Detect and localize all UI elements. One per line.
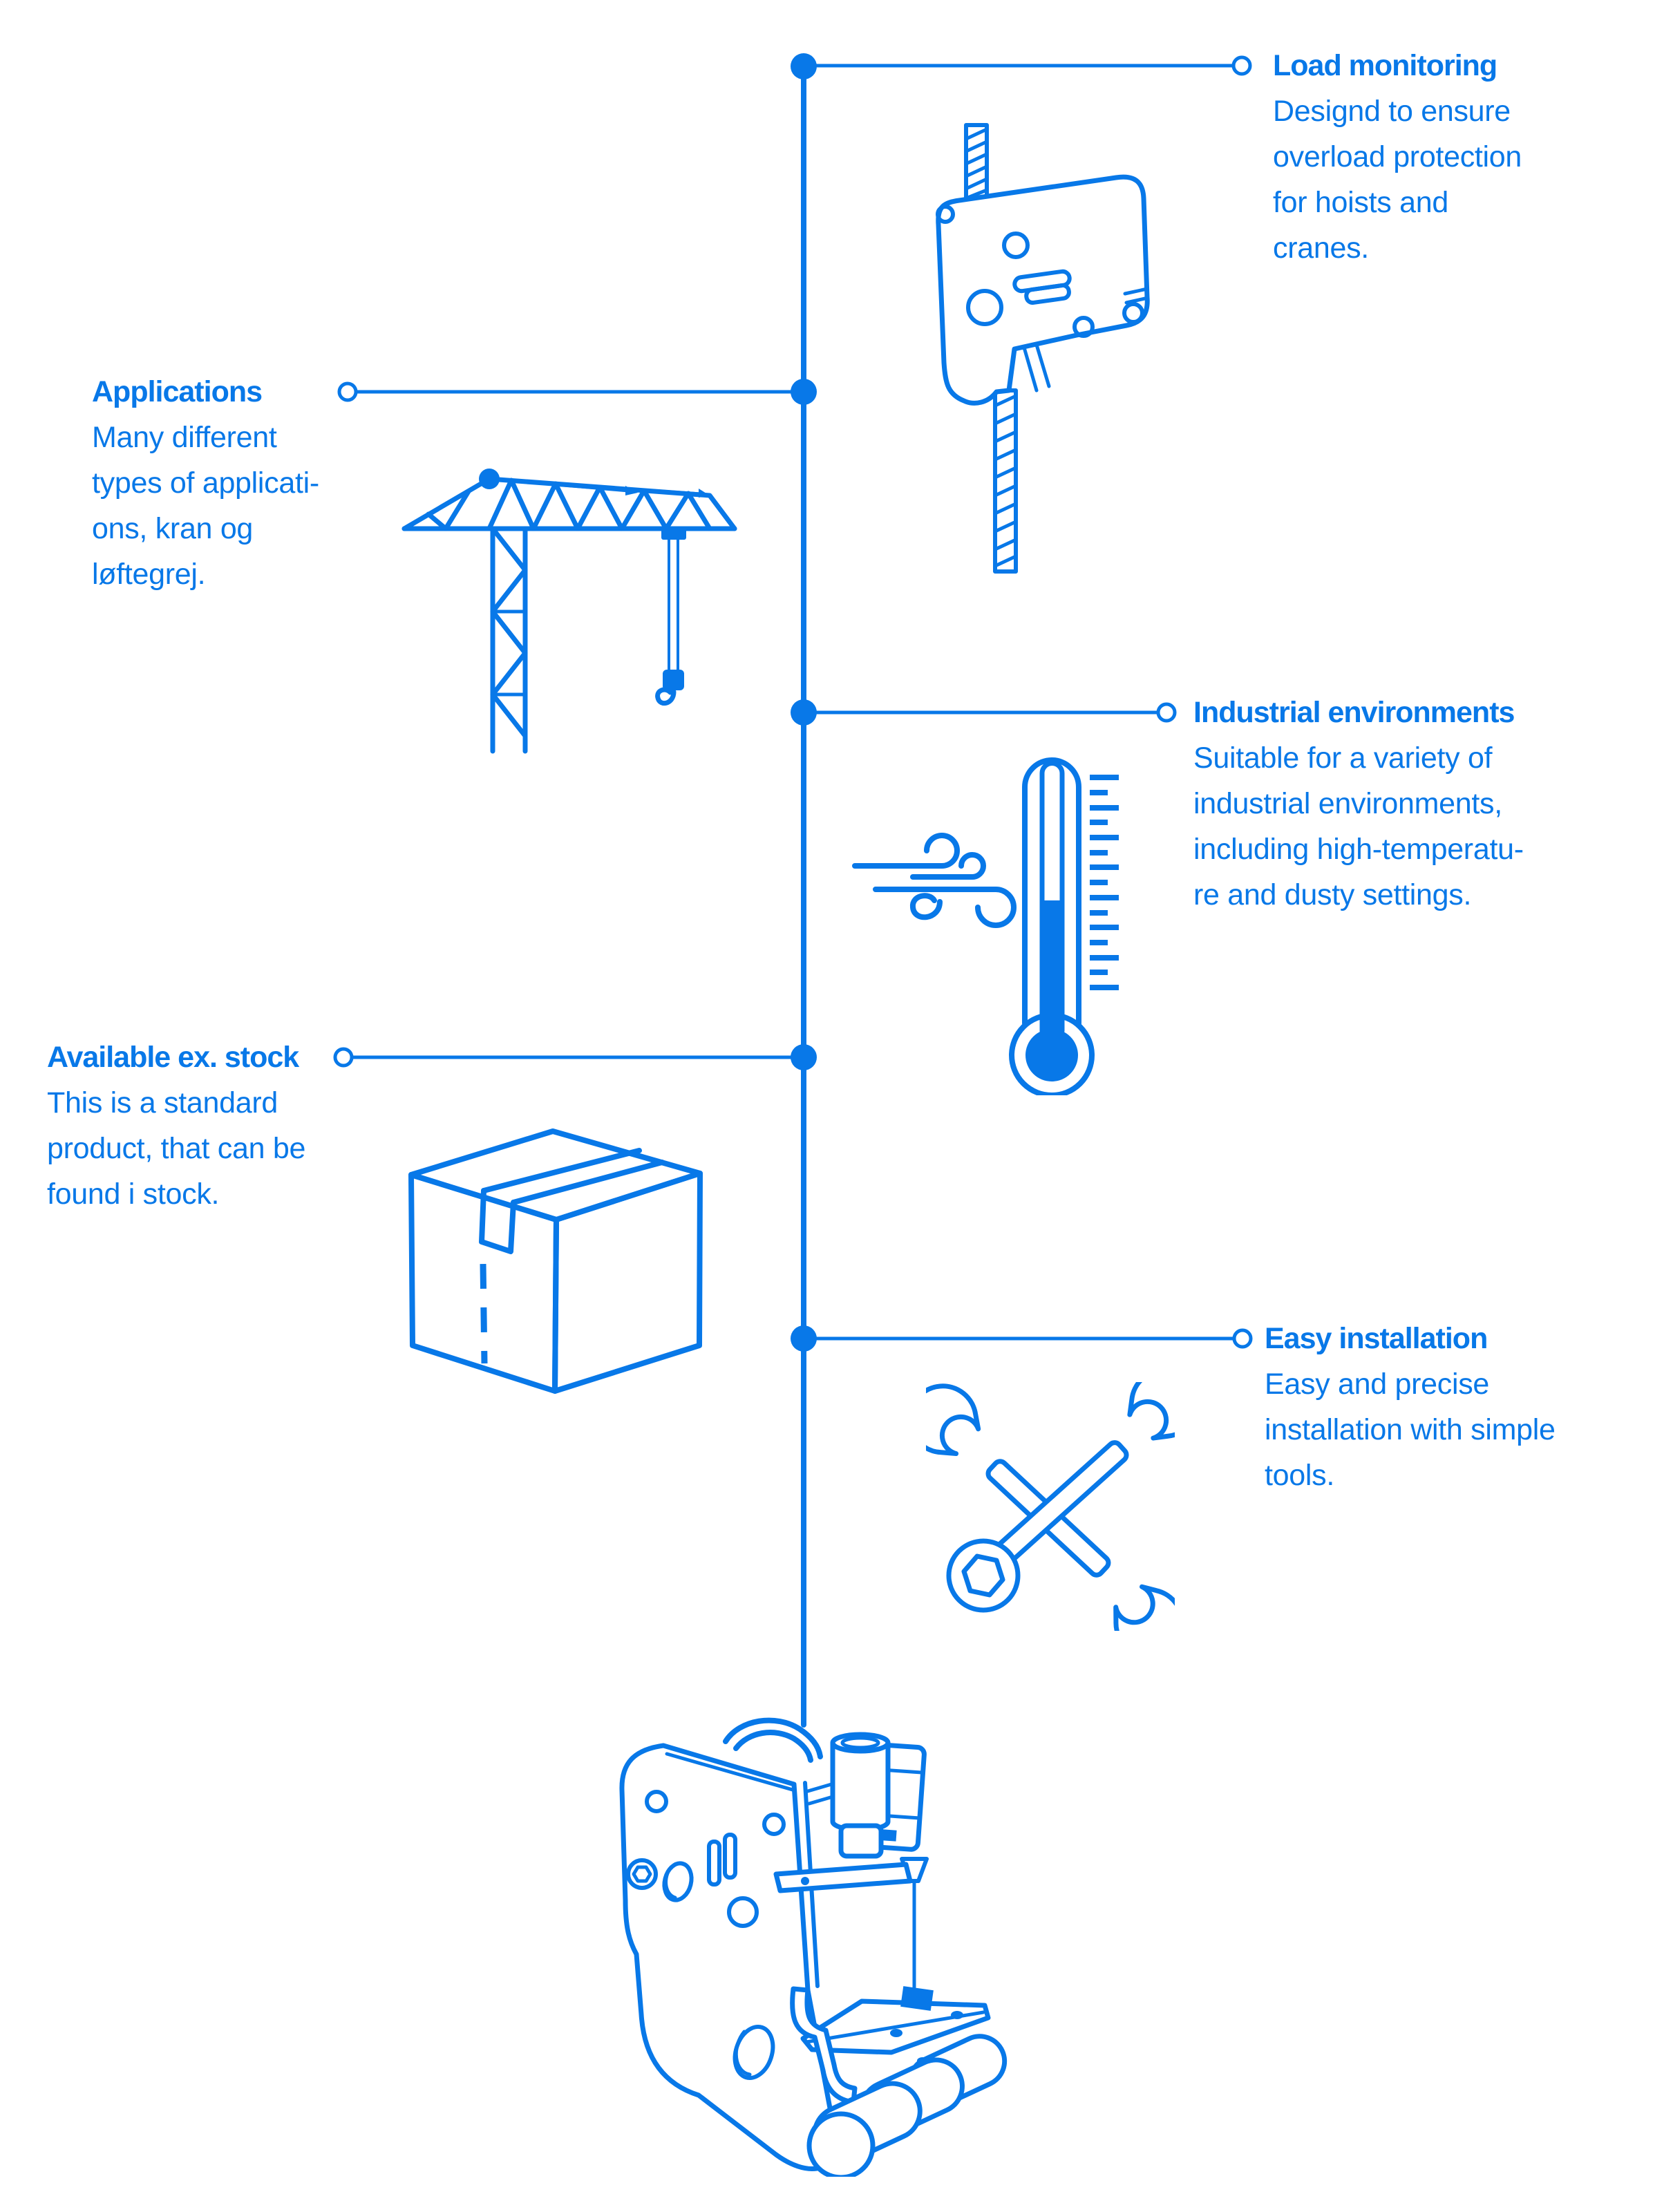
feature-title: Applications (92, 375, 263, 408)
rope-top (964, 123, 989, 202)
tower-crane-icon (401, 469, 737, 754)
shipping-box-icon (408, 1128, 703, 1394)
crane-mast (490, 526, 528, 754)
feature-description: Many different types of applicati- ons, … (92, 421, 319, 591)
thermometer-wind-icon (852, 757, 1119, 1095)
box-outline (408, 1128, 703, 1394)
mercury-column (1043, 900, 1061, 1034)
feature-title: Available ex. stock (47, 1041, 299, 1074)
rope-bottom (993, 388, 1018, 574)
combination-wrench (946, 1382, 1175, 1613)
load-sensor-product-illustration (619, 1717, 1008, 2177)
feature-load-monitoring: Load monitoring Designd to ensure overlo… (1273, 43, 1660, 271)
timeline-node (791, 699, 817, 726)
timeline-node (791, 379, 817, 405)
crane-hook (655, 527, 686, 706)
load-cell-icon (936, 123, 1150, 574)
product-rollers (806, 2034, 1008, 2177)
endpoint-circle (337, 381, 358, 402)
wind-gusts (852, 833, 1017, 928)
feature-available-ex-stock: Available ex. stock This is a standard p… (47, 1034, 434, 1217)
product-handle (723, 1717, 823, 1763)
timeline-node (791, 1044, 817, 1070)
feature-applications: Applications Many different types of app… (92, 369, 451, 597)
timeline-node (791, 1325, 817, 1352)
temperature-scale-ticks (1090, 775, 1119, 990)
feature-easy-installation: Easy installation Easy and precise insta… (1265, 1316, 1673, 1498)
feature-title: Industrial environments (1193, 696, 1515, 729)
feature-title: Easy installation (1265, 1322, 1488, 1355)
feature-description: Easy and precise installation with simpl… (1265, 1368, 1556, 1492)
box-dashed-seam (480, 1263, 488, 1364)
feature-description: Designd to ensure overload protection fo… (1273, 95, 1522, 265)
box-tape (479, 1148, 665, 1254)
endpoint-circle (1156, 702, 1177, 723)
thermometer (1009, 757, 1095, 1095)
load-cell-holes (936, 205, 1150, 393)
feature-title: Load monitoring (1273, 49, 1497, 82)
feature-industrial-environments: Industrial environments Suitable for a v… (1193, 690, 1663, 918)
feature-description: Suitable for a variety of industrial env… (1193, 741, 1524, 911)
timeline-node (791, 53, 817, 79)
product-guide-table (800, 1986, 991, 2064)
hex-socket (961, 1553, 1005, 1598)
mercury-bulb (1025, 1029, 1078, 1081)
feature-description: This is a standard product, that can be … (47, 1086, 306, 1211)
endpoint-circle (1231, 55, 1252, 76)
product-bracket-arm (773, 1862, 913, 1893)
endpoint-circle (333, 1047, 354, 1068)
crane-jib (401, 469, 737, 531)
endpoint-circle (1232, 1328, 1253, 1349)
crossed-wrenches-icon (926, 1382, 1175, 1631)
